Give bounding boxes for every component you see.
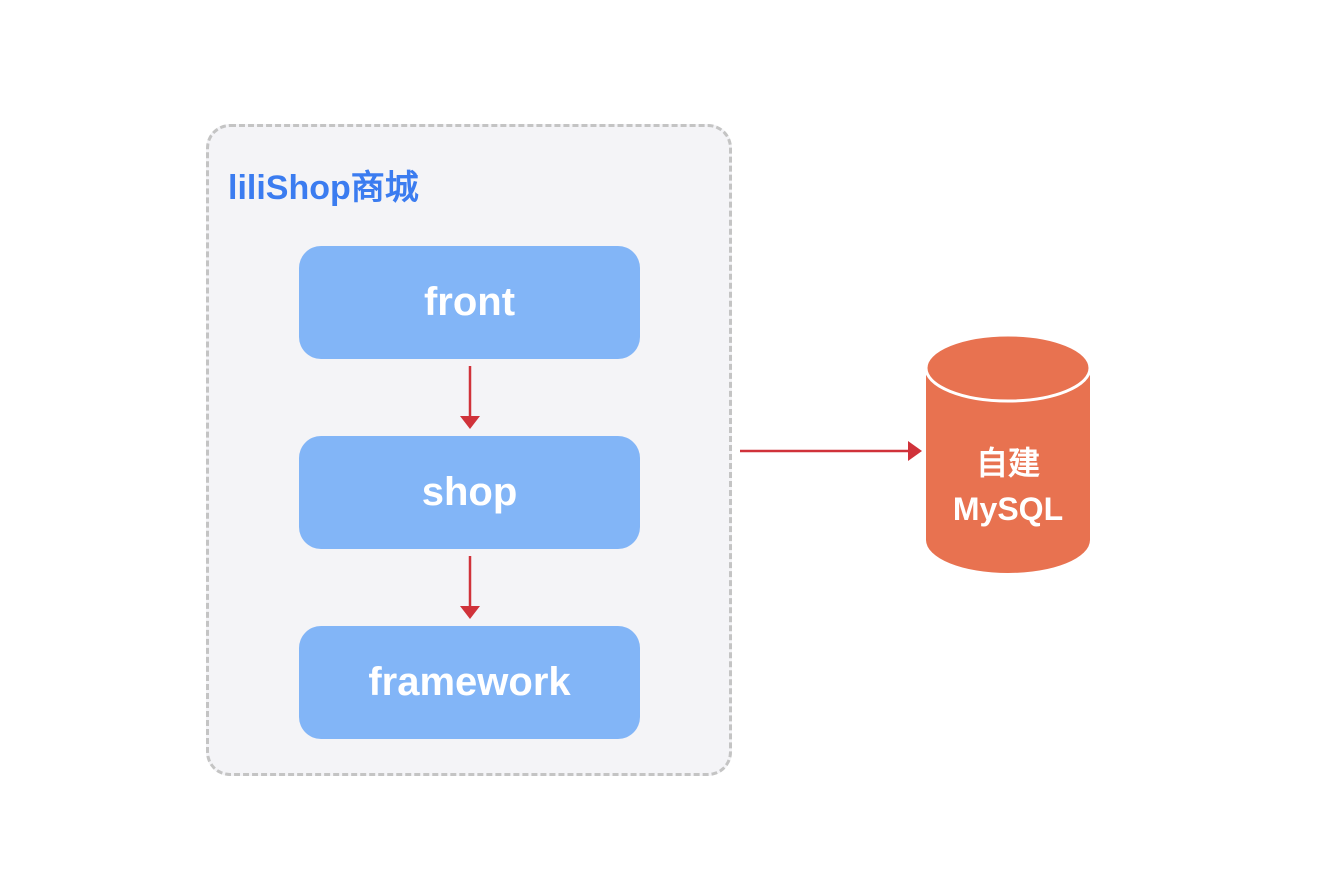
node-front-label: front — [423, 280, 516, 324]
database-label: 自建 MySQL — [926, 440, 1090, 532]
node-framework[interactable]: framework — [299, 626, 640, 739]
node-shop[interactable]: shop — [299, 436, 640, 549]
node-shop-label: shop — [421, 470, 518, 514]
arrow-group-to-database — [740, 441, 922, 461]
node-framework-label: framework — [368, 660, 571, 704]
group-title: liliShop商城 — [228, 169, 419, 207]
database-label-line2: MySQL — [952, 491, 1064, 527]
node-front[interactable]: front — [299, 246, 640, 359]
database-label-line1: 自建 — [975, 445, 1040, 481]
